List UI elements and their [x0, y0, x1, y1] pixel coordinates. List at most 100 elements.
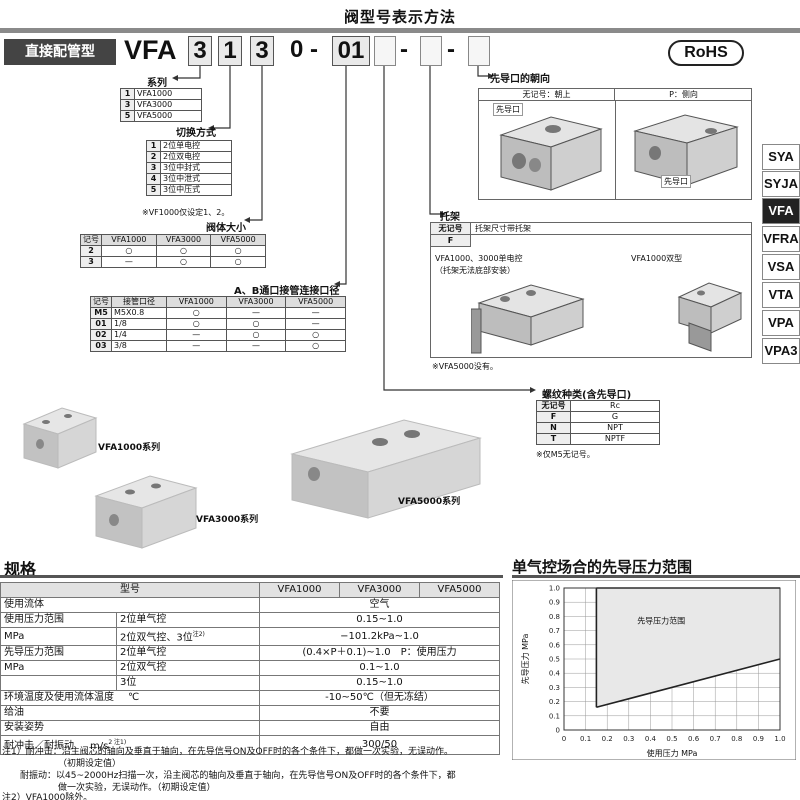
plot-area [563, 587, 781, 731]
tab-vpa[interactable]: VPA [762, 310, 800, 336]
bracket-left-note: （托架无法底部安装） [435, 266, 515, 275]
bracket-right-title: VFA1000双型 [631, 254, 683, 263]
table-row: 使用流体 空气 [0, 597, 500, 613]
y-tick-label: 0.1 [549, 712, 560, 720]
pilot-callout-up: 先导口 [493, 103, 523, 116]
pilot-dir-divider [615, 101, 616, 199]
bracket-drawing-single [471, 284, 585, 354]
port-size-label: A、B通口接管连接口径 [234, 286, 340, 297]
pilot-dir-panel: 无记号：朝上 P：侧向 先导口 先导口 [478, 88, 752, 200]
spec-note-4: 做一次实验，无误动作。（初期设定值） [58, 783, 216, 793]
x-tick-label: 0.6 [688, 735, 700, 743]
spec-table: 型号 VFA1000 VFA3000 VFA5000 使用流体 空气 使用压力范… [0, 582, 500, 755]
region-label: 先导压力范围 [637, 616, 685, 626]
pilot-callout-side: 先导口 [661, 175, 691, 188]
model-body-box: 3 [250, 36, 274, 66]
tab-vfra[interactable]: VFRA [762, 226, 800, 252]
spec-note-5: 注2）VFA1000除外。 [2, 793, 93, 800]
y-axis-label: 先导压力 MPa [520, 633, 530, 684]
pilot-dir-p: P：侧向 [615, 89, 752, 101]
photo-vfa5000-caption: VFA5000系列 [398, 497, 461, 507]
model-port-box: 01 [332, 36, 370, 66]
model-bracket-box [420, 36, 442, 66]
y-tick-label: 0.5 [549, 656, 560, 664]
x-tick-label: 0 [562, 735, 566, 743]
tab-vfa[interactable]: VFA [762, 198, 800, 224]
model-pilot-box [468, 36, 490, 66]
photo-vfa5000 [290, 419, 482, 519]
table-row: 安装姿势 自由 [0, 720, 500, 737]
rohs-badge: RoHS [668, 40, 744, 66]
table-row: 使用压力范围 2位单气控 0.15~1.0 [0, 612, 500, 628]
model-sep2: - [400, 36, 408, 63]
valve-drawing-up [499, 116, 603, 191]
type-tag: 直接配管型 [4, 39, 116, 65]
model-sep: - [310, 36, 318, 63]
x-tick-label: 0.4 [645, 735, 657, 743]
table-row: 先导压力范围 2位单气控 (0.4×P＋0.1)~1.0 P：使用压力 [0, 645, 500, 662]
chart-rule [512, 575, 800, 578]
model-series-box: 3 [188, 36, 212, 66]
x-tick-label: 1.0 [774, 735, 785, 743]
table-row: 2○○○ [80, 245, 266, 257]
header-rule [0, 28, 800, 33]
table-row: 环境温度及使用流体温度℃ -10~50℃（但无冻结） [0, 690, 500, 707]
tab-sya[interactable]: SYA [762, 144, 800, 170]
photo-vfa1000-caption: VFA1000系列 [98, 443, 161, 453]
table-row: 给油 不要 [0, 705, 500, 722]
page-title: 阀型号表示方法 [343, 8, 456, 26]
y-tick-label: 0.7 [549, 627, 560, 635]
x-tick-label: 0.2 [602, 735, 613, 743]
table-row: MPa 2位双气控、3位注2) −101.2kPa~1.0 [0, 626, 500, 647]
spec-rule [0, 575, 503, 578]
table-row: 3位 0.15~1.0 [0, 675, 500, 692]
x-tick-label: 0.7 [710, 735, 721, 743]
tab-vsa[interactable]: VSA [762, 254, 800, 280]
y-tick-label: 0.2 [549, 698, 560, 706]
connector-lines [172, 66, 536, 393]
lower-bound-line [596, 658, 781, 709]
bracket-label: 托架 [440, 212, 460, 223]
thread-note: ※仅M5无记号。 [536, 450, 595, 459]
table-row: MPa 2位双气控 0.1~1.0 [0, 660, 500, 677]
pilot-dir-none: 无记号：朝上 [479, 89, 615, 101]
photo-vfa3000 [94, 475, 198, 549]
y-tick-label: 0.9 [549, 599, 560, 607]
chart-title: 单气控场合的先导压力范围 [512, 558, 693, 576]
x-tick-label: 0.8 [731, 735, 742, 743]
bracket-none-value: 托架尺寸带托架 [471, 223, 751, 235]
model-zero: 0 [290, 36, 304, 63]
spec-note-2: （初期设定值） [58, 759, 122, 769]
model-switch-box: 1 [218, 36, 242, 66]
tab-vta[interactable]: VTA [762, 282, 800, 308]
x-axis-label: 使用压力 MPa [647, 748, 698, 758]
tab-syja[interactable]: SYJA [762, 171, 800, 197]
bracket-panel: 无记号 托架尺寸带托架 F VFA1000、3000单电控 （托架无法底部安装）… [430, 222, 752, 358]
photo-vfa1000 [22, 407, 98, 469]
y-tick-label: 0.8 [549, 613, 560, 621]
tab-vpa3[interactable]: VPA3 [762, 338, 800, 364]
model-sep3: - [447, 36, 455, 63]
bracket-note: ※VFA5000没有。 [432, 362, 498, 371]
